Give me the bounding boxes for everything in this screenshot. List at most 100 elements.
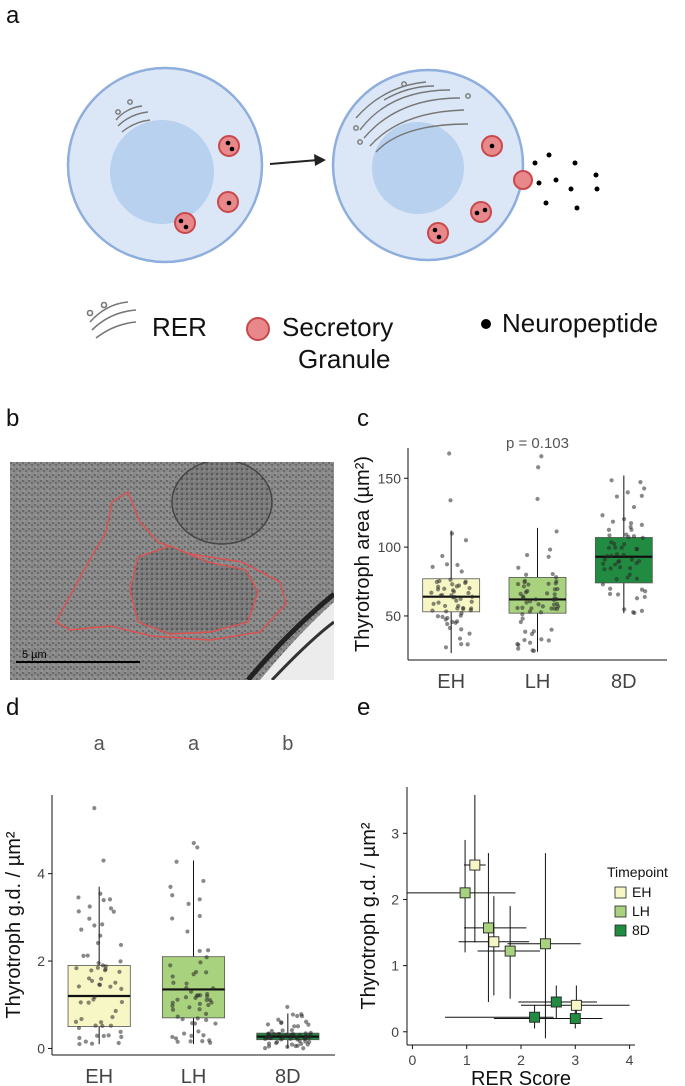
panel-letter-e: e bbox=[357, 694, 371, 721]
data-point bbox=[518, 619, 523, 625]
data-point bbox=[634, 596, 640, 601]
legend-title: Timepoint bbox=[607, 864, 668, 880]
data-point bbox=[110, 1014, 115, 1020]
data-point bbox=[95, 940, 101, 946]
data-point bbox=[288, 1036, 293, 1041]
data-point bbox=[205, 948, 211, 953]
data-point bbox=[182, 1031, 187, 1036]
data-point bbox=[98, 933, 103, 938]
data-point bbox=[624, 532, 629, 537]
data-point bbox=[600, 582, 605, 587]
data-point bbox=[103, 967, 108, 972]
data-point bbox=[625, 575, 630, 580]
data-point bbox=[284, 1032, 289, 1037]
data-point bbox=[113, 1008, 118, 1014]
legend-label: EH bbox=[632, 884, 651, 900]
data-point bbox=[546, 581, 551, 586]
data-point bbox=[613, 545, 618, 550]
y-tick-label: 50 bbox=[385, 608, 401, 624]
data-point bbox=[520, 612, 525, 617]
data-point bbox=[83, 1039, 88, 1044]
data-point bbox=[533, 597, 538, 602]
data-point bbox=[117, 969, 122, 974]
data-point bbox=[197, 897, 202, 902]
data-point bbox=[524, 600, 529, 605]
data-point bbox=[607, 533, 612, 538]
data-point bbox=[198, 960, 203, 965]
data-point bbox=[299, 1013, 305, 1019]
data-point bbox=[301, 1046, 306, 1051]
data-point bbox=[459, 569, 464, 574]
data-point bbox=[197, 948, 202, 954]
point-LH bbox=[459, 887, 471, 899]
data-point bbox=[118, 1029, 123, 1034]
data-point bbox=[465, 642, 470, 647]
x-axis-label: RER Score bbox=[471, 1068, 571, 1086]
data-point bbox=[614, 552, 620, 557]
data-point bbox=[546, 554, 551, 559]
data-point bbox=[106, 1033, 111, 1038]
data-point bbox=[429, 590, 434, 595]
data-point bbox=[601, 561, 606, 566]
outlier-point bbox=[539, 454, 544, 459]
data-point bbox=[515, 581, 521, 587]
data-point bbox=[204, 955, 209, 960]
data-point bbox=[188, 989, 194, 994]
legend-swatch-EH bbox=[614, 886, 627, 899]
data-point bbox=[78, 1000, 83, 1005]
y-tick-label: 0 bbox=[391, 1024, 399, 1040]
data-point bbox=[528, 599, 533, 604]
data-point bbox=[203, 970, 209, 975]
data-point bbox=[463, 538, 469, 543]
data-point bbox=[192, 1021, 198, 1026]
data-point bbox=[170, 916, 175, 921]
data-point bbox=[456, 583, 462, 588]
data-point bbox=[289, 1028, 295, 1033]
data-point bbox=[201, 878, 206, 884]
data-point bbox=[73, 1019, 79, 1024]
data-point bbox=[430, 608, 435, 613]
data-point bbox=[274, 1040, 279, 1046]
data-point bbox=[612, 562, 618, 567]
outlier-point bbox=[536, 465, 541, 470]
data-point bbox=[288, 1033, 293, 1038]
data-point bbox=[79, 927, 84, 932]
data-point bbox=[118, 959, 123, 964]
data-point bbox=[184, 985, 189, 990]
data-point bbox=[552, 606, 557, 611]
x-tick-label: 1 bbox=[463, 1052, 471, 1068]
data-point bbox=[437, 578, 442, 584]
data-point bbox=[430, 564, 435, 569]
data-point bbox=[605, 554, 610, 559]
data-point bbox=[609, 540, 614, 545]
data-point bbox=[303, 1039, 308, 1044]
data-point bbox=[459, 611, 464, 616]
data-point bbox=[89, 978, 95, 984]
data-point bbox=[466, 590, 471, 596]
y-tick-label: 3 bbox=[391, 825, 399, 841]
x-tick-label: 2 bbox=[517, 1052, 525, 1068]
data-point bbox=[622, 542, 627, 547]
data-point bbox=[554, 529, 559, 534]
data-point bbox=[643, 589, 648, 594]
x-tick-label: EH bbox=[85, 1066, 113, 1086]
data-point bbox=[436, 600, 441, 605]
data-point bbox=[619, 545, 624, 550]
data-point bbox=[549, 627, 554, 632]
data-point bbox=[622, 607, 627, 612]
data-point bbox=[639, 587, 645, 592]
x-tick-label: 0 bbox=[409, 1052, 417, 1068]
data-point bbox=[523, 590, 529, 595]
panel-letter-a: a bbox=[6, 2, 20, 29]
data-point bbox=[550, 571, 555, 577]
data-point bbox=[208, 1040, 213, 1045]
data-point bbox=[290, 1012, 296, 1017]
data-point bbox=[107, 897, 113, 902]
data-point bbox=[515, 605, 520, 611]
secretory-granule bbox=[427, 135, 533, 244]
data-point bbox=[170, 1003, 175, 1008]
data-point bbox=[92, 923, 97, 928]
data-point bbox=[531, 648, 536, 653]
outlier-point bbox=[92, 806, 97, 811]
